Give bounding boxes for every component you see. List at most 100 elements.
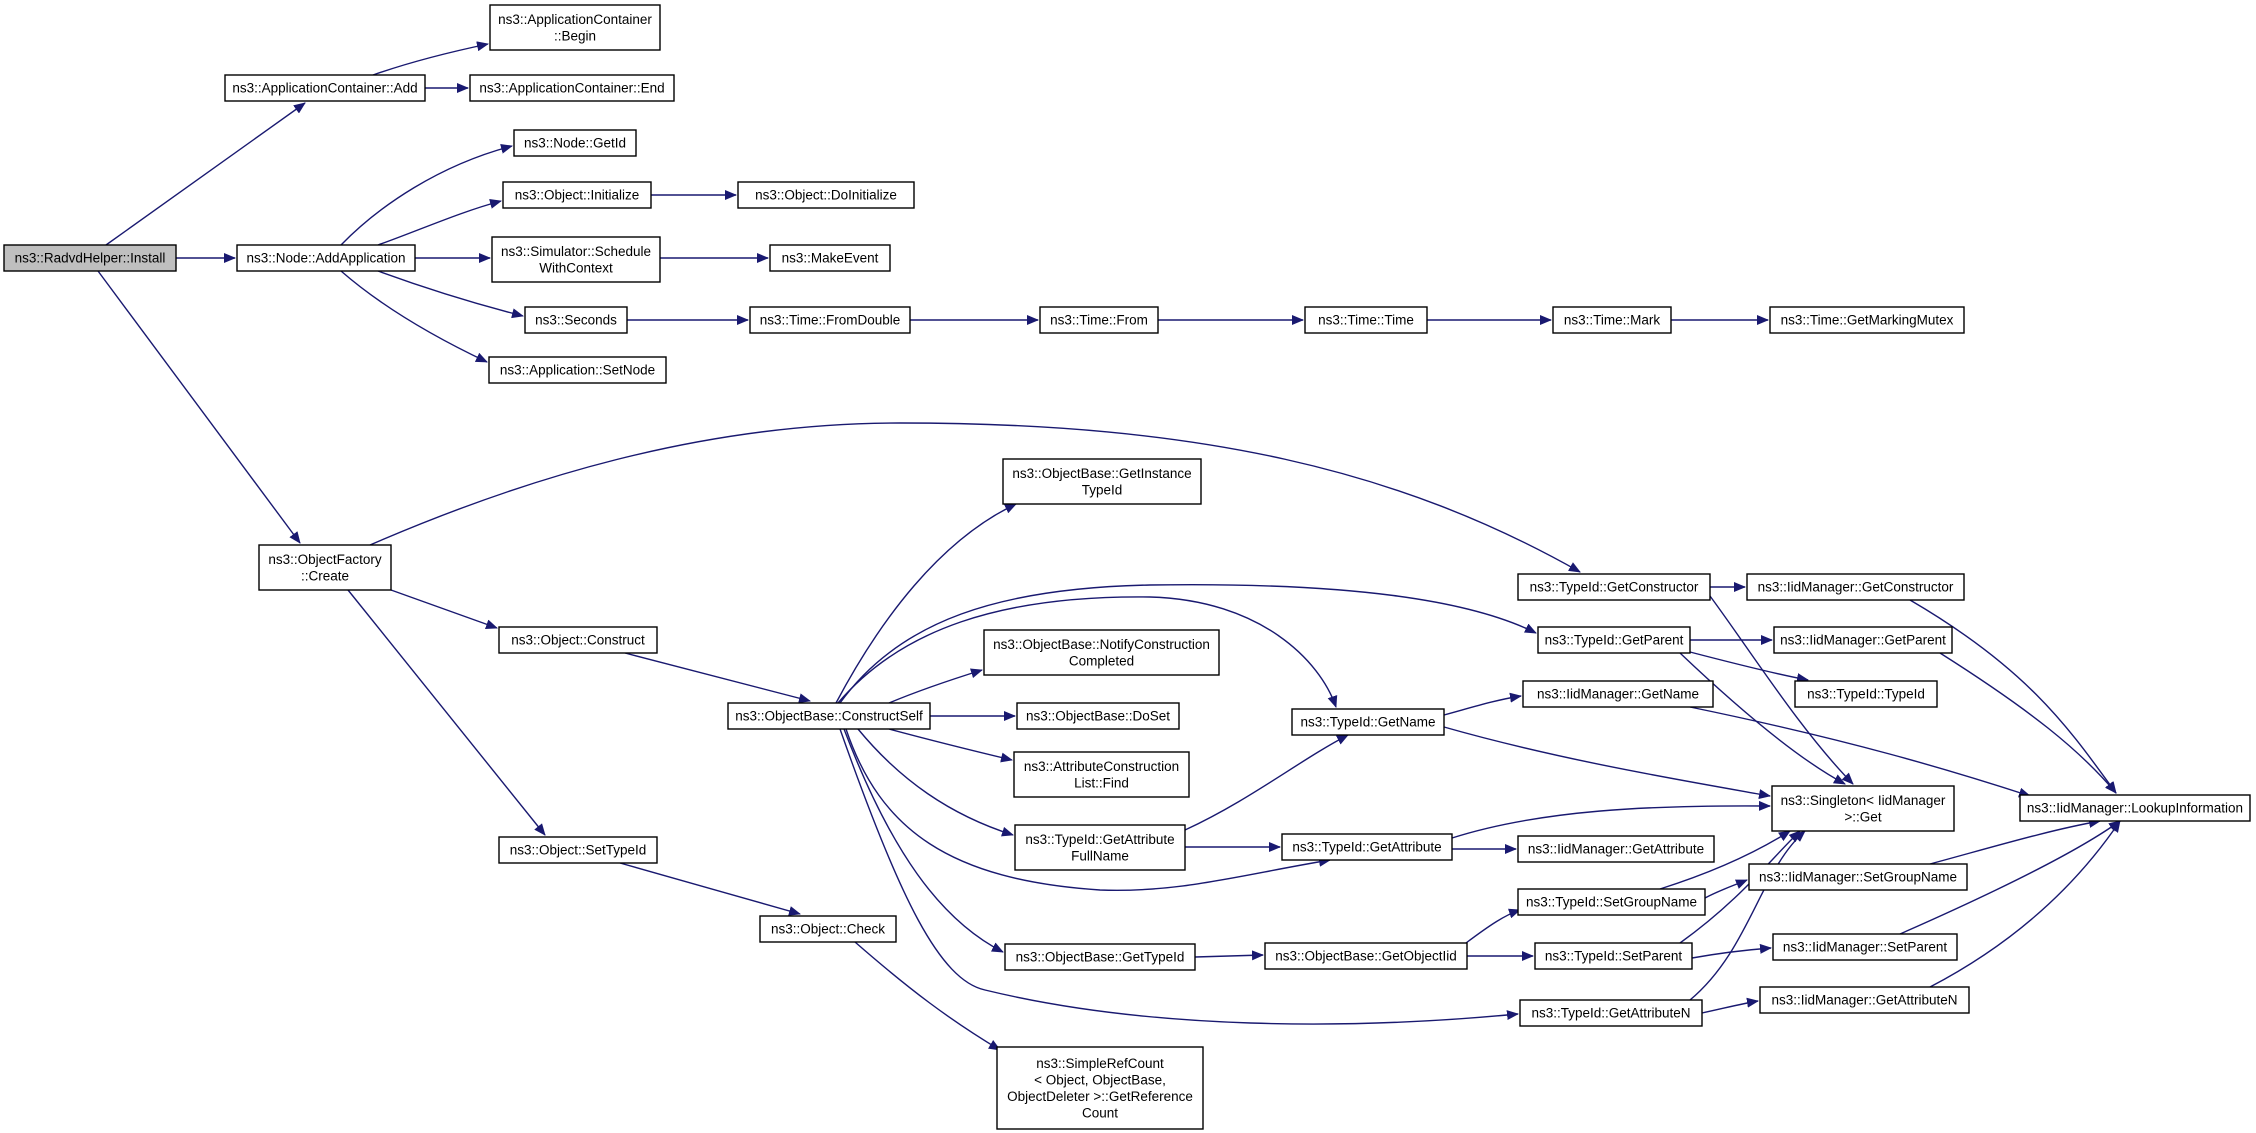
node-objbase-gettypeid[interactable]: ns3::ObjectBase::GetTypeId <box>1004 943 1196 971</box>
edge-typeid-setparent-to-iidmgr-setparent <box>1691 943 1772 959</box>
node-typeid-getparent[interactable]: ns3::TypeId::GetParent <box>1537 626 1691 654</box>
node-label: ns3::TypeId::TypeId <box>1807 687 1925 702</box>
node-simplerefcount[interactable]: ns3::SimpleRefCount< Object, ObjectBase,… <box>996 1046 1204 1130</box>
node-box <box>1517 573 1711 601</box>
node-box <box>749 306 911 334</box>
node-box <box>1519 999 1703 1027</box>
node-label: ::Begin <box>554 28 596 43</box>
node-box <box>1002 458 1202 505</box>
node-node-addapp[interactable]: ns3::Node::AddApplication <box>236 244 416 272</box>
node-object-doinitialize[interactable]: ns3::Object::DoInitialize <box>737 181 915 209</box>
node-time-fromdouble[interactable]: ns3::Time::FromDouble <box>749 306 911 334</box>
node-objbase-getobjectiid[interactable]: ns3::ObjectBase::GetObjectIid <box>1264 942 1468 970</box>
edge-install-to-appcont-add <box>105 102 306 246</box>
node-box <box>1014 824 1186 871</box>
node-iidmgr-getconstructor[interactable]: ns3::IidManager::GetConstructor <box>1746 573 1965 601</box>
node-label: ns3::IidManager::LookupInformation <box>2027 801 2243 816</box>
node-label: >::Get <box>1844 809 1881 824</box>
node-label: ns3::TypeId::GetConstructor <box>1530 580 1699 595</box>
node-box <box>1004 943 1196 971</box>
node-time-getmarkingmutex[interactable]: ns3::Time::GetMarkingMutex <box>1769 306 1965 334</box>
node-typeid-setparent[interactable]: ns3::TypeId::SetParent <box>1534 942 1693 970</box>
node-label: ns3::Time::From <box>1050 313 1148 328</box>
node-appcont-add[interactable]: ns3::ApplicationContainer::Add <box>224 74 426 102</box>
node-box <box>489 4 661 51</box>
node-typeid-typeid[interactable]: ns3::TypeId::TypeId <box>1794 680 1938 708</box>
node-object-settypeid[interactable]: ns3::Object::SetTypeId <box>498 836 658 864</box>
node-box <box>3 244 177 272</box>
node-label: FullName <box>1071 848 1129 863</box>
node-box <box>1522 680 1714 708</box>
node-box <box>1759 986 1970 1014</box>
node-typeid-getname[interactable]: ns3::TypeId::GetName <box>1291 708 1445 736</box>
node-layer: ns3::RadvdHelper::Installns3::Applicatio… <box>3 4 2251 1130</box>
node-typeid-setgroupname[interactable]: ns3::TypeId::SetGroupName <box>1517 888 1706 916</box>
node-iidmgr-getattributen[interactable]: ns3::IidManager::GetAttributeN <box>1759 986 1970 1014</box>
node-iidmgr-getparent[interactable]: ns3::IidManager::GetParent <box>1773 626 1953 654</box>
node-object-construct[interactable]: ns3::Object::Construct <box>498 626 658 654</box>
edge-layer <box>97 41 2121 1051</box>
node-label: ns3::IidManager::GetAttribute <box>1528 842 1704 857</box>
node-object-check[interactable]: ns3::Object::Check <box>759 915 897 943</box>
node-node-getid[interactable]: ns3::Node::GetId <box>513 129 637 157</box>
node-typeid-getattributen[interactable]: ns3::TypeId::GetAttributeN <box>1519 999 1703 1027</box>
edge-typeid-getattributen-to-iidmgr-getattributen <box>1701 997 1759 1014</box>
node-label: ns3::Simulator::Schedule <box>501 244 651 259</box>
node-box <box>1304 306 1428 334</box>
edge-iidmgr-setgroupname-to-iidmgr-lookup <box>1929 818 2101 865</box>
node-objfactory-create[interactable]: ns3::ObjectFactory::Create <box>258 544 392 591</box>
node-box <box>498 626 658 654</box>
node-box <box>1772 933 1958 961</box>
node-typeid-getattribute[interactable]: ns3::TypeId::GetAttribute <box>1281 833 1453 861</box>
edge-typeid-getparent-to-typeid-typeid <box>1689 651 1809 683</box>
edge-objbase-constructself-to-typeid-getattributen <box>839 728 1519 1025</box>
node-label: Count <box>1082 1105 1118 1120</box>
node-label: ns3::ApplicationContainer::End <box>479 81 664 96</box>
node-objbase-doset[interactable]: ns3::ObjectBase::DoSet <box>1016 702 1180 730</box>
node-label: ns3::ApplicationContainer::Add <box>232 81 417 96</box>
node-objbase-constructself[interactable]: ns3::ObjectBase::ConstructSelf <box>727 702 931 730</box>
node-iidmgr-lookup[interactable]: ns3::IidManager::LookupInformation <box>2019 794 2251 822</box>
node-iidmgr-setgroupname[interactable]: ns3::IidManager::SetGroupName <box>1748 863 1968 891</box>
node-iidmgr-getname[interactable]: ns3::IidManager::GetName <box>1522 680 1714 708</box>
node-appcont-end[interactable]: ns3::ApplicationContainer::End <box>469 74 675 102</box>
node-box <box>1264 942 1468 970</box>
node-typeid-getconstructor[interactable]: ns3::TypeId::GetConstructor <box>1517 573 1711 601</box>
edge-node-addapp-to-object-initialize <box>377 199 502 246</box>
node-singleton-get[interactable]: ns3::Singleton< IidManager >::Get <box>1771 785 1955 832</box>
node-install[interactable]: ns3::RadvdHelper::Install <box>3 244 177 272</box>
edge-node-addapp-to-node-getid <box>340 143 513 246</box>
node-app-setnode[interactable]: ns3::Application::SetNode <box>488 356 667 384</box>
node-box <box>727 702 931 730</box>
node-box <box>1013 751 1190 798</box>
node-objbase-notify[interactable]: ns3::ObjectBase::NotifyConstructionCompl… <box>983 629 1220 676</box>
node-box <box>1534 942 1693 970</box>
edge-objbase-getobjectiid-to-typeid-setgroupname <box>1465 908 1521 944</box>
node-iidmgr-setparent[interactable]: ns3::IidManager::SetParent <box>1772 933 1958 961</box>
node-label: ns3::IidManager::SetParent <box>1783 940 1948 955</box>
node-label: ns3::TypeId::GetAttributeN <box>1531 1006 1690 1021</box>
node-time-mark[interactable]: ns3::Time::Mark <box>1552 306 1672 334</box>
node-iidmgr-getattribute[interactable]: ns3::IidManager::GetAttribute <box>1517 835 1715 863</box>
edge-typeid-getattrfullname-to-typeid-getname <box>1184 734 1349 831</box>
node-label: ns3::ObjectBase::GetInstance <box>1012 466 1191 481</box>
node-label: ns3::ObjectBase::GetObjectIid <box>1275 949 1457 964</box>
edge-objfactory-create-to-object-construct <box>390 589 498 629</box>
node-seconds[interactable]: ns3::Seconds <box>524 306 628 334</box>
node-time-time[interactable]: ns3::Time::Time <box>1304 306 1428 334</box>
node-label: ns3::Seconds <box>535 313 617 328</box>
node-makeevent[interactable]: ns3::MakeEvent <box>769 244 891 272</box>
node-box <box>1794 680 1938 708</box>
node-appcont-begin[interactable]: ns3::ApplicationContainer::Begin <box>489 4 661 51</box>
node-object-initialize[interactable]: ns3::Object::Initialize <box>502 181 652 209</box>
node-label: < Object, ObjectBase, <box>1034 1072 1166 1087</box>
node-time-from[interactable]: ns3::Time::From <box>1039 306 1159 334</box>
node-label: ns3::ApplicationContainer <box>498 12 652 27</box>
node-box <box>1773 626 1953 654</box>
node-box <box>769 244 891 272</box>
edge-objbase-constructself-to-objbase-notify <box>888 668 983 704</box>
